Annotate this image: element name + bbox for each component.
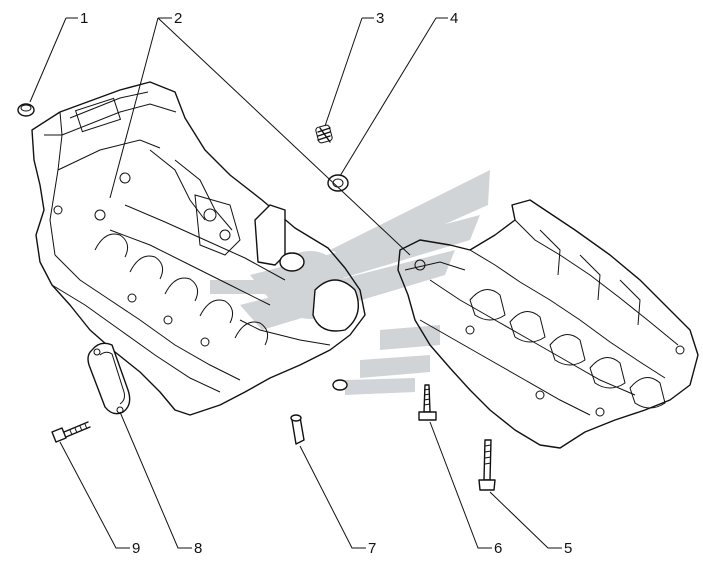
callout-4: 4 — [450, 10, 458, 27]
part-7-dowel — [290, 379, 348, 445]
watermark-logo — [210, 170, 490, 395]
callout-7: 7 — [368, 540, 376, 557]
callout-6: 6 — [494, 540, 502, 557]
cylinder-head-right — [397, 199, 699, 449]
part-9-bolt — [51, 421, 91, 443]
cylinder-head-left — [31, 81, 366, 416]
part-4-washer — [327, 174, 349, 192]
leader-lines — [29, 17, 562, 549]
part-3-spring — [315, 124, 333, 144]
part-5-bolt — [478, 439, 496, 491]
part-6-bolt — [418, 384, 437, 421]
part-1-plug — [17, 103, 35, 117]
callout-1: 1 — [80, 10, 88, 27]
callout-2: 2 — [174, 10, 182, 27]
callout-9: 9 — [132, 540, 140, 557]
callout-8: 8 — [194, 540, 202, 557]
part-8-gasket — [87, 342, 131, 415]
callout-3: 3 — [376, 10, 384, 27]
callout-5: 5 — [564, 540, 572, 557]
